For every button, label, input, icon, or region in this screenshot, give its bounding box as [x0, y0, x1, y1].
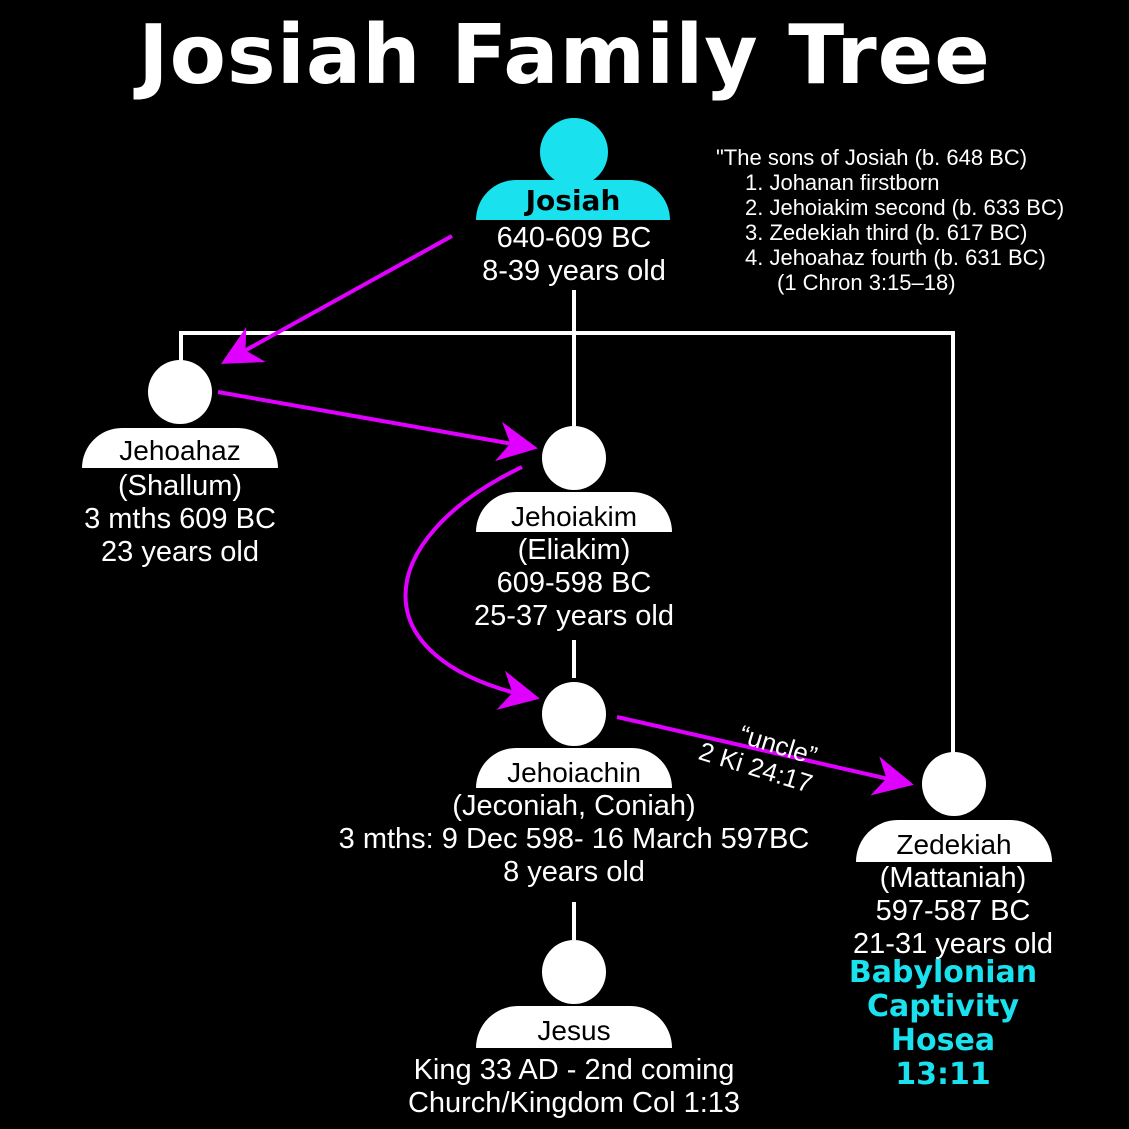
person-alias: (Eliakim) [517, 534, 631, 566]
note-line: 3. Zedekiah third (b. 617 BC) [745, 220, 1028, 245]
person-reign: 597-587 BC [875, 895, 1031, 927]
person-name-plate: Zedekiah [856, 820, 1052, 862]
note-line: 1. Johanan firstborn [745, 170, 940, 195]
arrow-jehoiachin-to-zedekiah [616, 715, 914, 796]
person-details: (Jeconiah, Coniah) 3 mths: 9 Dec 598- 16… [294, 790, 854, 889]
person-name-plate: Jehoiachin [476, 748, 672, 788]
person-details: (Mattaniah) 597-587 BC 21-31 years old [823, 862, 1083, 961]
person-icon-head [542, 426, 606, 490]
person-name-plate: Jehoiakim [476, 492, 672, 532]
person-icon-head [922, 752, 986, 816]
person-name: Jehoiachin [507, 757, 641, 788]
arrow-josiah-to-jehoahaz [221, 234, 453, 364]
person-details: King 33 AD - 2nd coming Church/Kingdom C… [344, 1054, 804, 1120]
page-title: Josiah Family Tree [138, 8, 991, 103]
person-name: Jehoahaz [119, 435, 241, 466]
note-line: (1 Chron 3:15–18) [777, 270, 956, 295]
person-age: 25-37 years old [474, 600, 674, 632]
person-alias: (Shallum) [117, 470, 243, 502]
captivity-line: Babylonian [848, 955, 1038, 990]
person-alias: (Jeconiah, Coniah) [452, 790, 696, 822]
captivity-line: Captivity [866, 989, 1020, 1024]
person-reign: 640-609 BC [496, 222, 652, 254]
person-name: Zedekiah [896, 829, 1012, 860]
arrow-jehoiakim-to-jehoiachin [403, 465, 540, 710]
person-alias: (Mattaniah) [879, 862, 1027, 894]
person-icon-head [542, 940, 606, 1004]
person-details: 640-609 BC 8-39 years old [474, 222, 674, 288]
captivity-line: Hosea 13:11 [890, 1023, 996, 1092]
jesus-line-1: King 33 AD - 2nd coming [413, 1054, 735, 1086]
connector-sibling-bar [179, 331, 955, 753]
person-icon-head [540, 118, 608, 186]
person-age: 21-31 years old [853, 928, 1053, 960]
jesus-line-2: Church/Kingdom Col 1:13 [407, 1087, 741, 1119]
person-details: (Shallum) 3 mths 609 BC 23 years old [80, 470, 280, 569]
person-name-plate: Josiah [476, 180, 670, 220]
note-line: 2. Jehoiakim second (b. 633 BC) [745, 195, 1065, 220]
person-reign: 3 mths 609 BC [84, 503, 276, 535]
person-name: Josiah [525, 184, 621, 217]
person-age: 8 years old [503, 856, 645, 888]
person-name-plate: Jehoahaz [82, 428, 278, 468]
person-icon-head [542, 682, 606, 746]
note-line: 4. Jehoahaz fourth (b. 631 BC) [745, 245, 1046, 270]
person-age: 23 years old [101, 536, 259, 568]
person-icon-head [148, 360, 212, 424]
person-name: Jehoiakim [510, 501, 638, 532]
person-age: 8-39 years old [482, 255, 666, 287]
person-name: Jesus [537, 1015, 611, 1046]
person-details: (Eliakim) 609-598 BC 25-37 years old [444, 534, 704, 633]
person-reign: 609-598 BC [496, 567, 652, 599]
person-reign: 3 mths: 9 Dec 598- 16 March 597BC [338, 823, 810, 855]
arrow-jehoahaz-to-jehoiakim [217, 390, 538, 462]
sons-of-josiah-note: "The sons of Josiah (b. 648 BC) 1. Johan… [716, 145, 1064, 295]
note-line: "The sons of Josiah (b. 648 BC) [716, 145, 1028, 170]
captivity-label: Babylonian Captivity Hosea 13:11 [843, 956, 1043, 1092]
person-name-plate: Jesus [476, 1006, 672, 1048]
